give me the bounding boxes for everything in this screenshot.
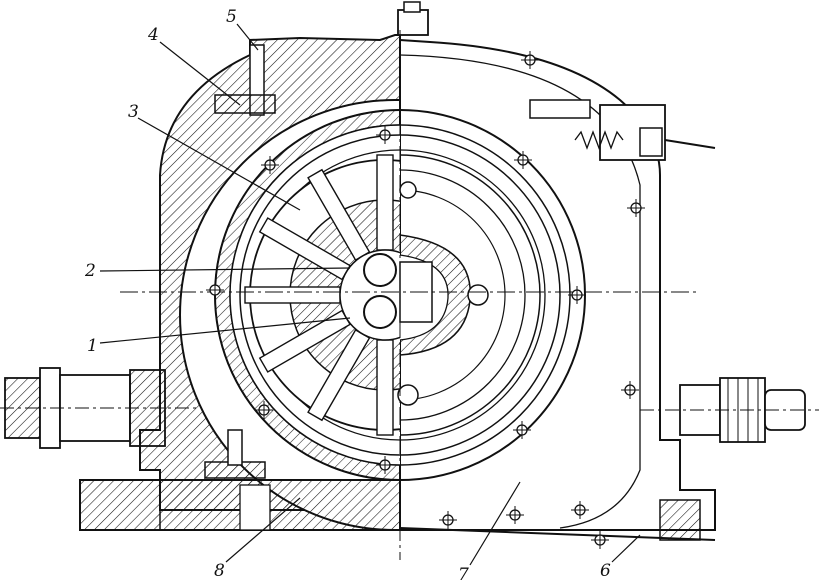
pin-part	[204, 44, 276, 479]
callout-4: 4	[147, 25, 159, 45]
callout-labels: 1 2 3 4 5 6 7 8	[84, 7, 611, 585]
bolt-icon	[513, 421, 531, 439]
bolt-icon	[506, 506, 524, 524]
callout-2: 2	[84, 261, 96, 281]
bolt-icon	[439, 511, 457, 529]
callout-3: 3	[128, 102, 139, 122]
vane	[376, 154, 394, 251]
callout-6: 6	[600, 561, 611, 581]
rotor-part	[244, 154, 400, 436]
bolt-icon	[376, 126, 394, 144]
bolt-icon	[627, 199, 645, 217]
top-fitting	[397, 1, 429, 36]
vane	[244, 286, 341, 304]
bolt-symbols	[206, 51, 645, 549]
callout-8: 8	[214, 561, 225, 581]
bolt-icon	[621, 381, 639, 399]
bolt-icon	[514, 151, 532, 169]
bolt-icon	[521, 51, 539, 69]
bolt-icon	[568, 286, 586, 304]
bolt-icon	[571, 501, 589, 519]
bolt-icon	[206, 281, 224, 299]
left-connector	[0, 367, 200, 449]
callout-1: 1	[87, 336, 98, 356]
bolt-icon	[261, 156, 279, 174]
callout-5: 5	[226, 7, 237, 27]
spring-valve-assembly	[529, 99, 716, 161]
right-connector	[640, 377, 819, 443]
bolt-icon	[376, 456, 394, 474]
bolt-icon	[255, 401, 273, 419]
bolt-icon	[591, 531, 609, 549]
leader-lines	[99, 23, 641, 566]
callout-7: 7	[458, 565, 469, 585]
vane	[376, 339, 394, 436]
